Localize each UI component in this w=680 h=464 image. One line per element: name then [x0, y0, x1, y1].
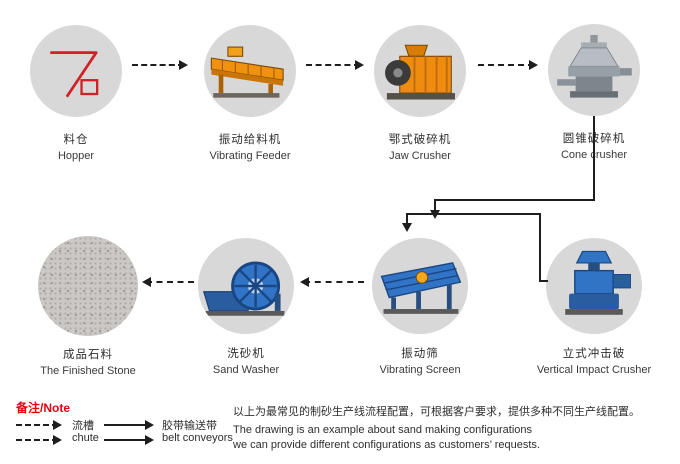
conveyor-line-cone-vertical — [593, 116, 595, 200]
station-label-zh: 振动筛 — [401, 348, 439, 360]
station-label-zh: 立式冲击破 — [562, 348, 626, 360]
station-label-en: The Finished Stone — [40, 364, 136, 377]
chute-arrow-washer-to-stone — [142, 277, 194, 287]
station-label-en: Sand Washer — [212, 363, 280, 376]
station-label-en: Hopper — [57, 149, 95, 162]
station-vibrating-screen: 振动筛 Vibrating Screen — [345, 238, 495, 379]
station-labels: 鄂式破碎机 Jaw Crusher — [345, 132, 495, 165]
legend-chute-label-zh: 流槽 — [72, 420, 94, 432]
legend-belt-arrow-2 — [104, 435, 154, 445]
station-label-en: Vibrating Screen — [379, 363, 461, 376]
hopper-icon — [50, 51, 99, 98]
conveyor-line-cone-drop — [434, 199, 436, 210]
legend-belt-label-en: belt conveyors — [162, 432, 233, 444]
conveyor-line-vsi-drop — [406, 213, 408, 223]
station-labels: 洗砂机 Sand Washer — [171, 346, 321, 379]
vibrating-screen-circle — [372, 238, 468, 334]
cone-crusher-icon — [557, 35, 632, 98]
conveyor-line-vsi-horizontal — [406, 213, 541, 215]
vertical-impact-crusher-circle — [546, 238, 642, 334]
chute-arrow-feeder-to-jaw — [306, 60, 364, 70]
station-jaw-crusher: 鄂式破碎机 Jaw Crusher — [345, 25, 495, 165]
conveyor-line-cone-horizontal — [434, 199, 595, 201]
sand-washer-icon — [202, 261, 285, 316]
note-text-en-2: we can provide different configurations … — [233, 438, 540, 451]
station-label-zh: 振动给料机 — [218, 134, 282, 146]
conveyor-arrowhead-to-screen-2 — [402, 223, 412, 232]
station-vibrating-feeder: 振动给料机 Vibrating Feeder — [175, 25, 325, 165]
station-label-zh: 洗砂机 — [227, 348, 265, 360]
legend-belt-arrow-1 — [104, 420, 154, 430]
hopper-circle — [30, 25, 122, 117]
note-text-zh: 以上为最常见的制砂生产线流程配置，可根据客户要求，提供多种不同生产线配置。 — [233, 406, 640, 418]
note-text-en-1: The drawing is an example about sand mak… — [233, 424, 533, 436]
legend-title: 备注/Note — [16, 401, 71, 415]
vibrating-feeder-icon — [210, 46, 284, 98]
chute-arrow-screen-to-washer — [300, 277, 364, 287]
station-label-en: Vertical Impact Crusher — [536, 363, 652, 376]
station-finished-stone: 成品石料 The Finished Stone — [13, 236, 163, 380]
sand-washer-circle — [198, 238, 294, 334]
legend-chute-arrow-2 — [16, 435, 62, 445]
jaw-crusher-icon — [385, 44, 455, 100]
conveyor-line-vsi-stub — [539, 280, 548, 282]
station-labels: 振动给料机 Vibrating Feeder — [175, 132, 325, 165]
station-labels: 振动筛 Vibrating Screen — [345, 346, 495, 379]
finished-stone-icon — [38, 236, 138, 336]
legend-chute-arrow-1 — [16, 420, 62, 430]
station-label-zh: 成品石料 — [63, 349, 113, 361]
vertical-impact-crusher-icon — [565, 250, 631, 315]
station-label-en: Jaw Crusher — [389, 149, 451, 162]
cone-crusher-circle — [548, 24, 640, 116]
vibrating-feeder-circle — [204, 25, 296, 117]
chute-arrow-jaw-to-cone — [478, 60, 538, 70]
station-sand-washer: 洗砂机 Sand Washer — [171, 238, 321, 379]
station-label-zh: 鄂式破碎机 — [388, 134, 452, 146]
station-vertical-impact-crusher: 立式冲击破 Vertical Impact Crusher — [519, 238, 669, 379]
station-label-zh: 料仓 — [63, 134, 89, 146]
legend-chute-label-en: chute — [72, 432, 99, 444]
jaw-crusher-circle — [374, 25, 466, 117]
station-labels: 立式冲击破 Vertical Impact Crusher — [519, 346, 669, 379]
conveyor-line-vsi-vertical — [539, 213, 541, 282]
legend-belt-label-zh: 胶带输送带 — [162, 420, 217, 432]
station-labels: 料仓 Hopper — [1, 132, 151, 165]
note-block: 以上为最常见的制砂生产线流程配置，可根据客户要求，提供多种不同生产线配置。 Th… — [233, 403, 675, 453]
chute-arrow-hopper-to-feeder — [132, 60, 188, 70]
vibrating-screen-icon — [380, 262, 462, 314]
station-hopper: 料仓 Hopper — [1, 25, 151, 165]
station-labels: 成品石料 The Finished Stone — [13, 347, 163, 380]
station-label-en: Vibrating Feeder — [209, 149, 291, 162]
